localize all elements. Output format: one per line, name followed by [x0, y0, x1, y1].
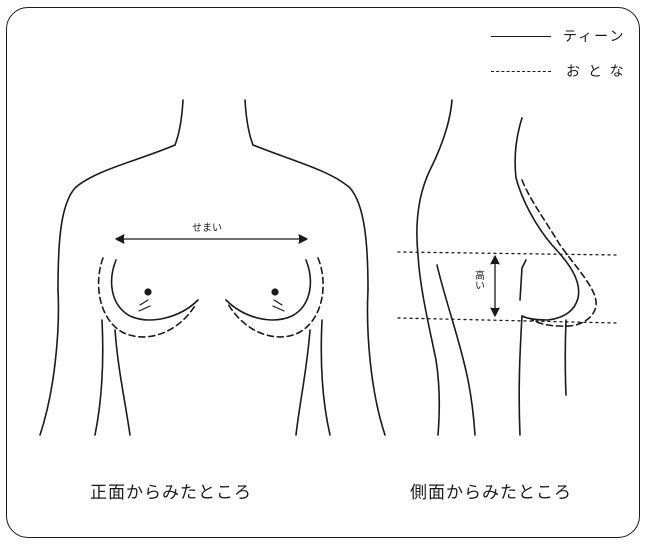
side-view-caption: 側面からみたところ [410, 478, 572, 503]
side-front-contour [515, 118, 579, 435]
front-breasts-adult [99, 258, 324, 337]
front-torso [40, 100, 385, 435]
side-reference-lines [398, 252, 616, 323]
front-view-caption: 正面からみたところ [90, 478, 252, 503]
front-width-label: せまい [192, 222, 222, 234]
front-nipple-left [144, 288, 151, 295]
side-height-label: 高い [473, 269, 485, 290]
front-nipple-right [271, 288, 278, 295]
side-height-arrow [491, 256, 499, 316]
side-back-contour [417, 100, 475, 435]
front-width-arrow [116, 235, 307, 243]
front-breasts-teen [112, 260, 311, 320]
